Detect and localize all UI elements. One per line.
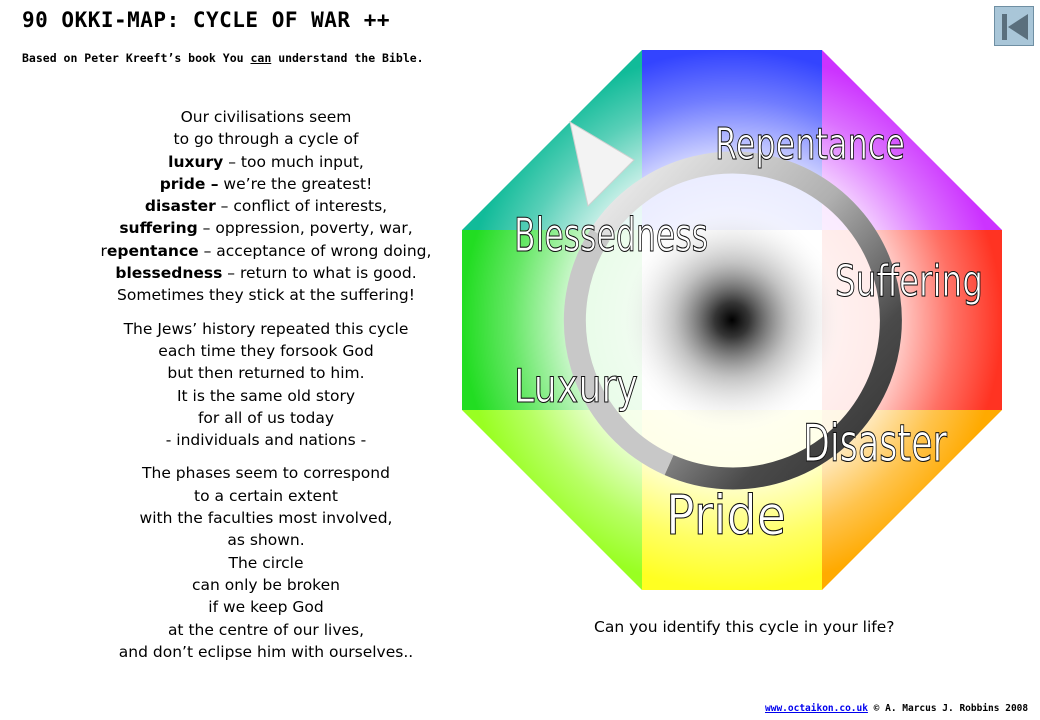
- label-suffering: Suffering: [835, 256, 983, 307]
- text-line: with the faculties most involved,: [139, 509, 393, 528]
- text-line: luxury – too much input,: [86, 151, 446, 173]
- term-disaster: disaster: [144, 197, 216, 216]
- cycle-ring-lower: [563, 229, 674, 476]
- text-line: Our civilisations seem: [180, 108, 352, 126]
- cycle-diagram: Repentance Blessedness Suffering Luxury …: [462, 50, 1002, 590]
- label-luxury: Luxury: [514, 359, 638, 413]
- label-pride: Pride: [666, 484, 786, 547]
- text-line: The circle: [228, 553, 304, 572]
- page-title: 90 OKKI-MAP: CYCLE OF WAR ++: [22, 8, 391, 32]
- copyright-text: © A. Marcus J. Robbins 2008: [867, 703, 1029, 714]
- label-disaster: Disaster: [803, 414, 947, 474]
- term-suffering: suffering: [119, 219, 198, 238]
- subtitle-text-before: Based on Peter Kreeft’s book You: [22, 51, 251, 65]
- text-line: if we keep God: [208, 598, 324, 617]
- back-button[interactable]: [994, 6, 1034, 46]
- phase-labels: Repentance Blessedness Suffering Luxury …: [513, 118, 983, 547]
- paragraph-history: The Jews’ history repeated this cycle ea…: [86, 318, 446, 452]
- text-line: It is the same old story: [176, 386, 356, 405]
- reflection-question: Can you identify this cycle in your life…: [594, 618, 895, 636]
- paragraph-cycle: Our civilisations seem to go through a c…: [86, 106, 446, 307]
- text-line: repentance – acceptance of wrong doing,: [86, 240, 446, 262]
- text-line: to go through a cycle of: [173, 130, 359, 149]
- term-blessedness: blessedness: [115, 264, 223, 283]
- text-line: as shown.: [227, 531, 305, 550]
- label-blessedness: Blessedness: [514, 208, 708, 262]
- text-line: for all of us today: [197, 408, 335, 427]
- text-line: to a certain extent: [194, 486, 338, 505]
- term-pride: pride –: [159, 174, 219, 193]
- subtitle-emphasis: can: [250, 51, 272, 65]
- text-line: disaster – conflict of interests,: [86, 195, 446, 217]
- term-luxury: luxury: [168, 152, 224, 171]
- dark-core: [617, 205, 847, 435]
- text-line: suffering – oppression, poverty, war,: [86, 217, 446, 239]
- text-line: each time they forsook God: [158, 341, 374, 360]
- text-line: Sometimes they stick at the suffering!: [117, 286, 415, 305]
- cycle-ring: [590, 151, 902, 490]
- text-line: - individuals and nations -: [165, 431, 367, 450]
- text-line: pride – we’re the greatest!: [86, 173, 446, 195]
- footer-credit: www.octaikon.co.uk © A. Marcus J. Robbin…: [765, 703, 1028, 714]
- term-definition: – conflict of interests,: [215, 197, 388, 216]
- term-prefix: r: [100, 241, 107, 260]
- text-line: The Jews’ history repeated this cycle: [123, 319, 409, 338]
- text-line: The phases seem to correspond: [142, 464, 390, 483]
- skip-back-icon: [1002, 14, 1028, 40]
- text-line: at the centre of our lives,: [167, 620, 365, 639]
- term-definition: we’re the greatest!: [218, 174, 373, 193]
- term-definition: – acceptance of wrong doing,: [198, 241, 432, 260]
- text-line: but then returned to him.: [167, 364, 365, 383]
- text-line: and don’t eclipse him with ourselves..: [118, 642, 414, 661]
- explanation-text: Our civilisations seem to go through a c…: [86, 106, 446, 674]
- term-repentance: epentance: [106, 241, 199, 260]
- term-definition: – oppression, poverty, war,: [197, 219, 413, 238]
- term-definition: – too much input,: [223, 152, 364, 171]
- website-link[interactable]: www.octaikon.co.uk: [765, 703, 868, 714]
- term-definition: – return to what is good.: [222, 264, 417, 283]
- text-line: blessedness – return to what is good.: [86, 262, 446, 284]
- label-repentance: Repentance: [715, 119, 905, 170]
- cycle-arrow: [563, 120, 902, 490]
- text-line: can only be broken: [192, 575, 340, 594]
- subtitle-text-after: understand the Bible.: [271, 51, 424, 65]
- page-subtitle: Based on Peter Kreeft’s book You can und…: [22, 51, 424, 65]
- cycle-arrow-head: [569, 120, 635, 208]
- paragraph-faculties: The phases seem to correspond to a certa…: [86, 462, 446, 663]
